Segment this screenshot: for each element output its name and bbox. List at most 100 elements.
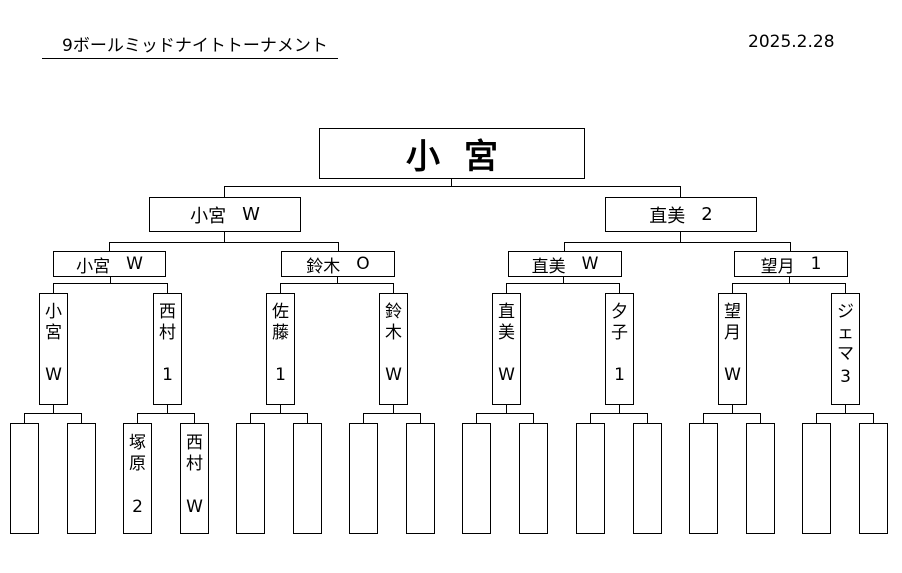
player-name-char: 木 (385, 323, 402, 343)
quarterfinal-result: W (581, 254, 599, 274)
player-name-char: ジ (837, 302, 854, 322)
semifinal-result: 2 (701, 204, 713, 225)
round1-box (746, 423, 775, 534)
player-name: 直美 (498, 302, 515, 344)
player-name-char: 美 (498, 323, 515, 343)
match-result: W (498, 365, 515, 385)
bracket-line (476, 413, 534, 414)
bracket-line (224, 232, 225, 243)
player-name-char: 望 (724, 302, 741, 322)
round1-box (802, 423, 831, 534)
bracket-line (250, 413, 308, 414)
bracket-line (533, 413, 534, 424)
quarterfinal-box-2: 鈴木 O (281, 251, 395, 277)
player-name-char: 原 (129, 454, 146, 474)
player-name-char: ェ (837, 323, 854, 343)
match-result: W (45, 365, 62, 385)
quarterfinal-name: 望月 (760, 256, 795, 277)
bracket-line (393, 283, 394, 294)
bracket-line (506, 283, 620, 284)
page-title: 9ボールミッドナイトトーナメント (62, 36, 328, 56)
bracket-line (109, 242, 110, 252)
champion-box: 小宮 (319, 128, 585, 179)
round2-box: ジェマ 3 (831, 293, 860, 405)
bracket-line (732, 283, 733, 294)
champion-name-char: 小 (406, 137, 440, 177)
champion-name-char: 宮 (464, 137, 498, 177)
bracket-line (363, 413, 421, 414)
bracket-line (81, 413, 82, 424)
bracket-line (53, 283, 168, 284)
bracket-line (224, 186, 225, 198)
bracket-line (680, 186, 681, 198)
round1-box (462, 423, 491, 534)
round1-box (859, 423, 888, 534)
player-name: ジェマ (837, 302, 854, 365)
bracket-line (363, 413, 364, 424)
player-name: 佐藤 (272, 302, 289, 344)
bracket-line (109, 242, 339, 243)
bracket-line (564, 242, 565, 252)
match-result: W (186, 497, 203, 517)
quarterfinal-result: O (356, 254, 370, 274)
match-result: 1 (614, 365, 625, 385)
bracket-line (280, 405, 281, 414)
bracket-line (137, 413, 195, 414)
round1-box (10, 423, 39, 534)
bracket-line (789, 277, 790, 284)
bracket-line (506, 283, 507, 294)
player-name-char: 鈴 (385, 302, 402, 322)
bracket-line (873, 413, 874, 424)
player-name-char: 村 (186, 454, 203, 474)
round1-box (689, 423, 718, 534)
match-result: 3 (840, 367, 851, 387)
semifinal-result: W (242, 204, 260, 225)
event-date: 2025.2.28 (748, 32, 835, 52)
player-name-char: 夕 (611, 302, 628, 322)
bracket-line (337, 277, 338, 284)
match-result: 1 (162, 365, 173, 385)
bracket-line (506, 405, 507, 414)
bracket-line (845, 405, 846, 414)
quarterfinal-name: 鈴木 (306, 256, 341, 277)
bracket-line (167, 283, 168, 294)
bracket-line (563, 277, 564, 284)
player-name-char: 村 (159, 323, 176, 343)
bracket-line (619, 283, 620, 294)
bracket-line (680, 232, 681, 243)
player-name-char: 直 (498, 302, 515, 322)
player-name: 塚原 (129, 433, 146, 475)
bracket-line (24, 413, 25, 424)
player-name: 夕子 (611, 302, 628, 344)
player-name: 鈴木 (385, 302, 402, 344)
round1-box (236, 423, 265, 534)
round2-box: 直美 W (492, 293, 521, 405)
round2-box: 夕子 1 (605, 293, 634, 405)
player-name-char: 塚 (129, 433, 146, 453)
quarterfinal-name: 小宮 (76, 256, 111, 277)
bracket-line (564, 242, 791, 243)
round1-box (519, 423, 548, 534)
bracket-line (224, 186, 681, 187)
round1-box (67, 423, 96, 534)
quarterfinal-result: 1 (810, 254, 822, 274)
player-name-char: 西 (159, 302, 176, 322)
bracket-line (790, 242, 791, 252)
player-name: 西村 (186, 433, 203, 475)
bracket-line (53, 405, 54, 414)
round2-box: 望月 W (718, 293, 747, 405)
match-result: W (724, 365, 741, 385)
bracket-line (845, 283, 846, 294)
semifinal-name: 小宮 (190, 205, 227, 227)
bracket-line (619, 405, 620, 414)
bracket-line (732, 405, 733, 414)
bracket-line (250, 413, 251, 424)
round1-box (633, 423, 662, 534)
player-name: 望月 (724, 302, 741, 344)
round1-box (406, 423, 435, 534)
